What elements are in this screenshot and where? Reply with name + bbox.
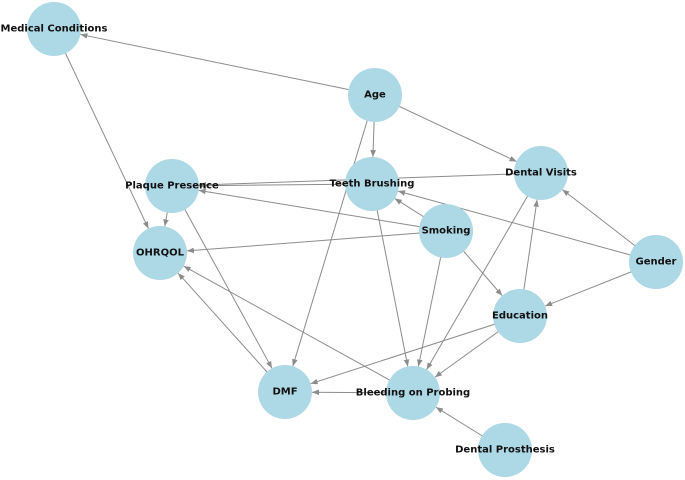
- node-circle-age: [348, 68, 402, 122]
- node-circle-medical-conditions: [27, 2, 81, 56]
- node-dmf: DMF: [258, 365, 312, 419]
- node-circle-dental-visits: [514, 146, 568, 200]
- edge-medical-conditions-to-ohrqol: [53, 28, 149, 229]
- node-dental-visits: Dental Visits: [505, 146, 577, 200]
- node-circle-gender: [629, 235, 683, 289]
- edge-education-to-dmf: [310, 315, 521, 385]
- edge-age-to-medical-conditions: [80, 33, 376, 96]
- node-label-bleeding-on-probing: Bleeding on Probing: [356, 388, 470, 399]
- edge-smoking-to-ohrqol: [186, 230, 447, 254]
- node-plaque-presence: Plaque Presence: [125, 159, 219, 213]
- node-circle-dental-prosthesis: [478, 423, 532, 477]
- node-label-medical-conditions: Medical Conditions: [1, 24, 108, 35]
- edge-teeth-brushing-to-plaque-presence: [198, 182, 373, 189]
- node-smoking: Smoking: [419, 204, 473, 258]
- node-label-teeth-brushing: Teeth Brushing: [330, 179, 415, 190]
- edge-plaque-presence-to-dmf: [171, 185, 273, 369]
- node-circle-education: [493, 289, 547, 343]
- node-label-smoking: Smoking: [422, 226, 471, 237]
- node-label-age: Age: [364, 90, 386, 101]
- edge-smoking-to-plaque-presence: [198, 188, 447, 232]
- node-medical-conditions: Medical Conditions: [1, 2, 108, 56]
- node-label-gender: Gender: [636, 257, 677, 268]
- node-label-ohrqol: OHRQOL: [136, 248, 185, 259]
- node-label-plaque-presence: Plaque Presence: [125, 181, 219, 192]
- node-circle-teeth-brushing: [345, 157, 399, 211]
- node-gender: Gender: [629, 235, 683, 289]
- node-dental-prosthesis: Dental Prosthesis: [455, 423, 555, 477]
- node-circle-smoking: [419, 204, 473, 258]
- node-circle-ohrqol: [133, 226, 187, 280]
- node-ohrqol: OHRQOL: [133, 226, 187, 280]
- node-bleeding-on-probing: Bleeding on Probing: [356, 366, 470, 420]
- node-circle-plaque-presence: [145, 159, 199, 213]
- edge-age-to-dmf: [292, 94, 376, 367]
- node-age: Age: [348, 68, 402, 122]
- edge-dental-visits-to-bleeding-on-probing: [426, 172, 542, 370]
- node-teeth-brushing: Teeth Brushing: [330, 157, 415, 211]
- node-circle-bleeding-on-probing: [386, 366, 440, 420]
- node-education: Education: [492, 289, 548, 343]
- edge-teeth-brushing-to-bleeding-on-probing: [371, 183, 410, 367]
- node-circle-dmf: [258, 365, 312, 419]
- node-label-dental-prosthesis: Dental Prosthesis: [455, 445, 555, 456]
- edge-gender-to-teeth-brushing: [397, 190, 657, 263]
- node-label-education: Education: [492, 311, 548, 322]
- edge-bleeding-on-probing-to-ohrqol: [183, 265, 414, 394]
- node-label-dental-visits: Dental Visits: [505, 168, 577, 179]
- node-label-dmf: DMF: [272, 387, 297, 398]
